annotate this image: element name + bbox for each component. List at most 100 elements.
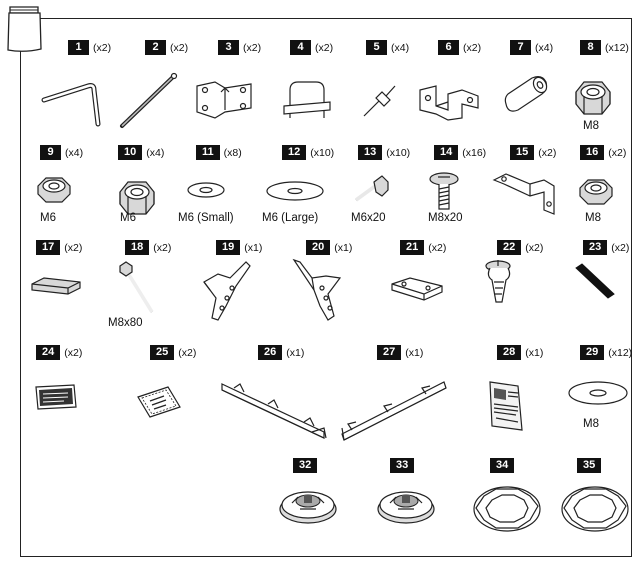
parts-list-frame: [20, 18, 632, 557]
part-header-5: 5 (x4): [366, 40, 409, 55]
part-quantity: (x2): [463, 41, 482, 54]
rivet-icon: [362, 82, 396, 118]
part-header-7: 7(x4): [510, 40, 553, 55]
long-bolt-icon: [118, 262, 162, 316]
part-size-label: M6 (Small): [178, 212, 234, 224]
part-quantity: (x12): [608, 346, 633, 359]
part-quantity: (x1): [334, 241, 353, 254]
part-quantity: (x4): [146, 146, 165, 159]
part-header-4: 4 (x2): [290, 40, 333, 55]
hex-nut-icon: [576, 178, 610, 202]
label-sticker-icon: [34, 383, 78, 411]
part-number: 17: [36, 240, 61, 255]
wipe-sachet-icon: [136, 385, 182, 419]
flat-plate-icon: [390, 276, 444, 302]
manual-icon: [488, 380, 524, 432]
part-quantity: (x1): [286, 346, 305, 359]
part-quantity: (x4): [391, 41, 410, 54]
corner-bracket-icon: [492, 170, 558, 216]
washer-icon: [568, 380, 628, 406]
part-number: 29: [580, 345, 605, 360]
part-number: 15: [510, 145, 535, 160]
part-quantity: (x1): [405, 346, 424, 359]
ring-gasket-icon: [472, 486, 542, 532]
part-number: 16: [580, 145, 605, 160]
part-number: 11: [196, 145, 220, 160]
part-number: 21: [400, 240, 425, 255]
part-number: 5: [366, 40, 387, 55]
part-number: 24: [36, 345, 61, 360]
part-number: 20: [306, 240, 331, 255]
part-header-12: 12(x10): [282, 145, 334, 160]
angle-bracket-icon: [418, 80, 480, 120]
part-size-label: M8: [583, 120, 599, 132]
hex-bolt-icon: [354, 174, 390, 208]
bag-icon: [4, 3, 44, 53]
right-bracket-icon: [290, 258, 344, 324]
part-header-25: 25(x2): [150, 345, 196, 360]
part-quantity: (x2): [153, 241, 172, 254]
part-quantity: (x2): [315, 41, 334, 54]
part-quantity: (x12): [605, 41, 629, 54]
hinge-plate-icon: [195, 78, 253, 120]
part-number: 9: [40, 145, 61, 160]
part-quantity: (x4): [65, 146, 84, 159]
round-base-icon: [376, 487, 436, 525]
part-number: 7: [510, 40, 531, 55]
part-header-20: 20(x1): [306, 240, 352, 255]
part-number: 10: [118, 145, 143, 160]
part-quantity: (x10): [386, 146, 411, 159]
part-header-28: 28(x1): [497, 345, 543, 360]
part-number: 27: [377, 345, 402, 360]
part-number: 12: [282, 145, 307, 160]
part-header-27: 27(x1): [377, 345, 423, 360]
part-quantity: (x16): [462, 146, 487, 159]
part-header-23: 23(x2): [583, 240, 629, 255]
left-bracket-icon: [200, 260, 252, 322]
allen-key-icon: [42, 72, 102, 127]
part-header-17: 17(x2): [36, 240, 82, 255]
part-header-3: 3(x2): [218, 40, 261, 55]
part-quantity: (x2): [64, 346, 83, 359]
part-number: 4: [290, 40, 311, 55]
part-header-34: 34: [490, 458, 515, 473]
part-quantity: (x10): [310, 146, 335, 159]
part-quantity: (x2): [64, 241, 83, 254]
part-size-label: M8: [585, 212, 601, 224]
part-header-2: 2 (x2): [145, 40, 188, 55]
part-header-35: 35: [577, 458, 602, 473]
part-header-29: 29(x12): [580, 345, 632, 360]
part-size-label: M6 (Large): [262, 212, 319, 224]
part-size-label: M8: [583, 418, 599, 430]
part-header-33: 33: [390, 458, 415, 473]
part-number: 22: [497, 240, 522, 255]
spacer-icon: [502, 72, 552, 116]
part-number: 13: [358, 145, 383, 160]
part-quantity: (x2): [538, 146, 557, 159]
round-base-icon: [278, 487, 338, 525]
part-number: 14: [434, 145, 459, 160]
part-header-15: 15(x2): [510, 145, 556, 160]
large-washer-icon: [265, 180, 325, 202]
long-rod-icon: [118, 72, 180, 127]
rubber-pad-icon: [30, 276, 82, 296]
part-header-32: 32: [293, 458, 318, 473]
part-header-24: 24(x2): [36, 345, 82, 360]
part-header-19: 19(x1): [216, 240, 262, 255]
left-rail-icon: [220, 378, 330, 446]
part-number: 1: [68, 40, 89, 55]
part-number: 26: [258, 345, 283, 360]
hex-nut-icon: [34, 176, 72, 202]
part-number: 23: [583, 240, 608, 255]
part-quantity: (x2): [170, 41, 189, 54]
part-quantity: (x2): [611, 241, 630, 254]
part-quantity: (x2): [93, 41, 112, 54]
rubber-strip-icon: [574, 264, 616, 300]
part-header-9: 9 (x4): [40, 145, 83, 160]
part-number: 19: [216, 240, 241, 255]
part-number: 2: [145, 40, 166, 55]
part-header-11: 11(x8): [196, 145, 242, 160]
part-quantity: (x8): [223, 146, 242, 159]
part-header-13: 13(x10): [358, 145, 410, 160]
part-header-18: 18(x2): [125, 240, 171, 255]
